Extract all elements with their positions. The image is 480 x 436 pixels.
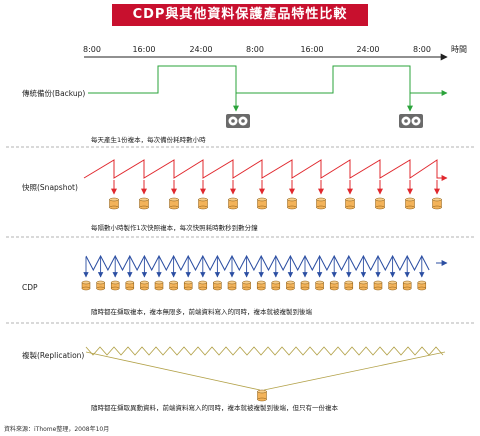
disk-stack-icon [257, 389, 267, 402]
row-caption-replication: 隨時都在擷取異動資料，前端資料寫入的同時，複本就被複製到後端，但只有一份複本 [91, 403, 339, 412]
disk-stack-icon [125, 280, 135, 291]
disk-stack-icon [198, 197, 208, 210]
disk-stack-icon [344, 280, 354, 291]
disk-stack-icon [300, 280, 310, 291]
source-note: 資料來源：iThome整理，2008年10月 [4, 425, 109, 433]
disk-stack-icon [81, 280, 91, 291]
disk-stack-icon [256, 280, 266, 291]
disk-stack-icon [257, 389, 267, 402]
time-unit-label: 時間 [451, 45, 467, 54]
disk-stack-icon [257, 197, 267, 210]
replication-zigzag [85, 346, 444, 356]
cdp-wave [83, 254, 430, 278]
tape-drive-icon [399, 114, 423, 128]
disk-stack-icon [375, 197, 385, 210]
cdp-row: CDP 隨時都在擷取複本，複本無限多，前端資料寫入的同時，複本就被複製到後端 [22, 254, 448, 316]
replication-converge-line [85, 351, 261, 391]
row-label-snapshot: 快照(Snapshot) [22, 182, 78, 192]
row-caption-snapshot: 每隔數小時製作1次快照複本，每次快照耗時數秒到數分鐘 [91, 223, 258, 232]
disk-stack-icon [286, 280, 295, 291]
disk-stack-icon [183, 280, 193, 291]
disk-stack-icon [139, 197, 149, 210]
backup-row: 傳統備份(Backup) 每天產生1份複本，每次備份耗時數小時 [22, 65, 448, 144]
disk-stack-icon [402, 280, 412, 291]
disk-stack-icon [154, 280, 164, 291]
tape-drive-icon [226, 114, 250, 128]
replication-row: 複製(Replication) 隨時都在擷取異動資料，前端資料寫入的同時，複本就… [22, 346, 446, 412]
replication-wave [85, 346, 444, 356]
row-label-cdp: CDP [22, 283, 38, 292]
snapshot-sawtooth [83, 159, 446, 179]
disk-stack-icon [315, 280, 324, 291]
disk-stack-icon [198, 280, 208, 291]
disk-stack-icon [329, 280, 339, 291]
disk-stack-icon [345, 197, 355, 210]
disk-stack-icon [432, 197, 442, 210]
snapshot-row: 快照(Snapshot) 每隔數小時製作1次快照複本，每次快照耗時數秒到數分鐘 [22, 159, 448, 232]
disk-stack-icon [140, 280, 149, 291]
disk-stack-icon [169, 197, 179, 210]
tick-label: 24:00 [356, 45, 379, 54]
disk-stack-icon [316, 197, 326, 210]
disk-stack-icon [271, 280, 281, 291]
disk-stack-icon [96, 280, 105, 291]
disk-stack-icon [405, 197, 415, 210]
page-title: CDP與其他資料保護產品特性比較 [112, 4, 368, 26]
snapshot-copies [109, 180, 442, 210]
cdp-zigzag [85, 254, 430, 272]
disk-stack-icon [109, 197, 119, 210]
disk-stack-icon [227, 280, 237, 291]
disk-stack-icon [359, 280, 368, 291]
disk-stack-icon [213, 280, 222, 291]
disk-stack-icon [110, 280, 120, 291]
row-caption-cdp: 隨時都在擷取複本，複本無限多，前端資料寫入的同時，複本就被複製到後端 [91, 307, 313, 316]
tick-label: 8:00 [83, 45, 101, 54]
row-label-backup: 傳統備份(Backup) [22, 88, 85, 98]
tick-label: 16:00 [132, 45, 155, 54]
backup-line [88, 65, 446, 94]
tick-label: 8:00 [246, 45, 264, 54]
disk-stack-icon [242, 280, 251, 291]
disk-stack-icon [228, 197, 238, 210]
disk-stack-icon [373, 280, 383, 291]
disk-stack-icon [417, 280, 427, 291]
row-label-replication: 複製(Replication) [22, 350, 84, 360]
disk-stack-icon [169, 280, 178, 291]
disk-stack-icon [388, 280, 397, 291]
disk-stack-icon [287, 197, 297, 210]
tick-label: 24:00 [189, 45, 212, 54]
tick-label: 16:00 [300, 45, 323, 54]
timeline: 8:00 16:00 24:00 8:00 16:00 24:00 8:00 時… [83, 45, 467, 61]
tick-label: 8:00 [413, 45, 431, 54]
replication-converge-line [263, 351, 446, 391]
cdp-copies [81, 280, 427, 291]
row-caption-backup: 每天產生1份複本，每次備份耗時數小時 [91, 135, 206, 144]
